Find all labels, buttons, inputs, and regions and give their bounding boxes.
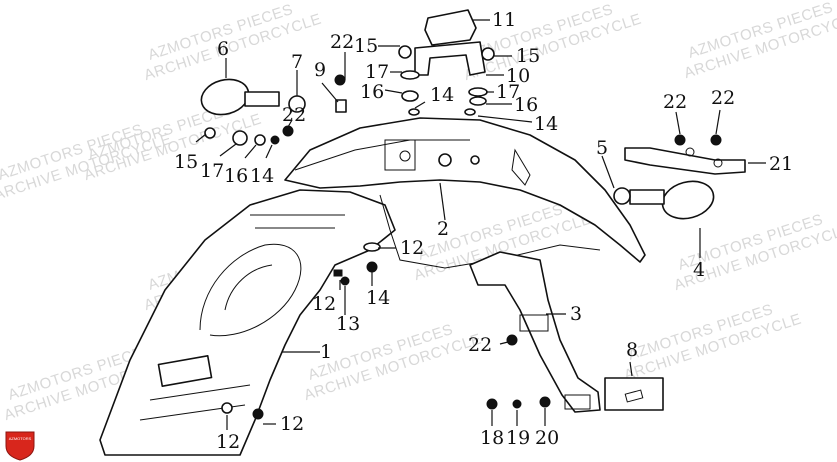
part-6-turn-signal-left (200, 78, 306, 116)
part-1-inner-fender (99, 189, 396, 456)
callout-12: 12 (216, 431, 240, 453)
watermark: AZMOTORS PIECES ARCHIVE MOTORCYCLE (622, 301, 804, 384)
part-4-turn-signal-right (613, 180, 715, 220)
callout-14: 14 (534, 113, 558, 135)
callout-15: 15 (516, 45, 540, 67)
callout-1: 1 (320, 341, 332, 363)
watermark: AZMOTORS PIECES ARCHIVE MOTORCYCLE (682, 0, 837, 82)
callout-16: 16 (224, 165, 248, 187)
callout-16: 16 (360, 81, 384, 103)
callout-22: 22 (663, 91, 687, 113)
callout-9: 9 (314, 59, 326, 81)
callout-2: 2 (437, 218, 449, 240)
callout-labels: 11 15 15 10 17 17 16 16 14 14 22 9 6 7 2… (174, 9, 793, 453)
callout-11: 11 (492, 9, 516, 31)
callout-14: 13 (336, 313, 360, 335)
callout-8: 8 (626, 339, 638, 361)
callout-20: 20 (535, 427, 559, 449)
callout-21: 21 (769, 153, 793, 175)
callout-15: 15 (174, 151, 198, 173)
callout-16: 16 (514, 94, 538, 116)
part-3-bracket (469, 251, 601, 413)
part-11-top-block (424, 9, 477, 46)
callout-18: 18 (480, 427, 504, 449)
callout-22: 22 (711, 87, 735, 109)
callout-17: 17 (365, 61, 389, 83)
callout-14: 14 (366, 287, 390, 309)
callout-7: 7 (291, 51, 303, 73)
hardware-group (204, 45, 722, 420)
callout-19: 19 (506, 427, 530, 449)
logo-text: AZMOTORS (9, 436, 32, 441)
leader-lines (195, 19, 766, 430)
callout-6: 6 (217, 38, 229, 60)
azmotors-logo: AZMOTORS (5, 431, 35, 461)
callout-5: 5 (596, 137, 608, 159)
callout-17: 17 (496, 81, 520, 103)
callout-17: 17 (200, 160, 224, 182)
callout-14: 14 (250, 165, 274, 187)
callout-22: 22 (468, 334, 492, 356)
part-21-side-bracket (624, 147, 746, 175)
callout-10: 10 (506, 65, 530, 87)
callout-13: 12 (280, 413, 304, 435)
callout-3: 3 (570, 303, 582, 325)
part-10-top-bracket (414, 41, 486, 76)
part-2-rear-fender (284, 117, 646, 269)
callout-22: 22 (330, 31, 354, 53)
callout-15: 15 (354, 35, 378, 57)
part-8-reflector (604, 377, 664, 411)
callout-22: 22 (282, 104, 306, 126)
callout-12: 12 (400, 237, 424, 259)
callout-4: 4 (693, 259, 705, 281)
callout-12: 12 (312, 293, 336, 315)
callout-14: 14 (430, 84, 454, 106)
